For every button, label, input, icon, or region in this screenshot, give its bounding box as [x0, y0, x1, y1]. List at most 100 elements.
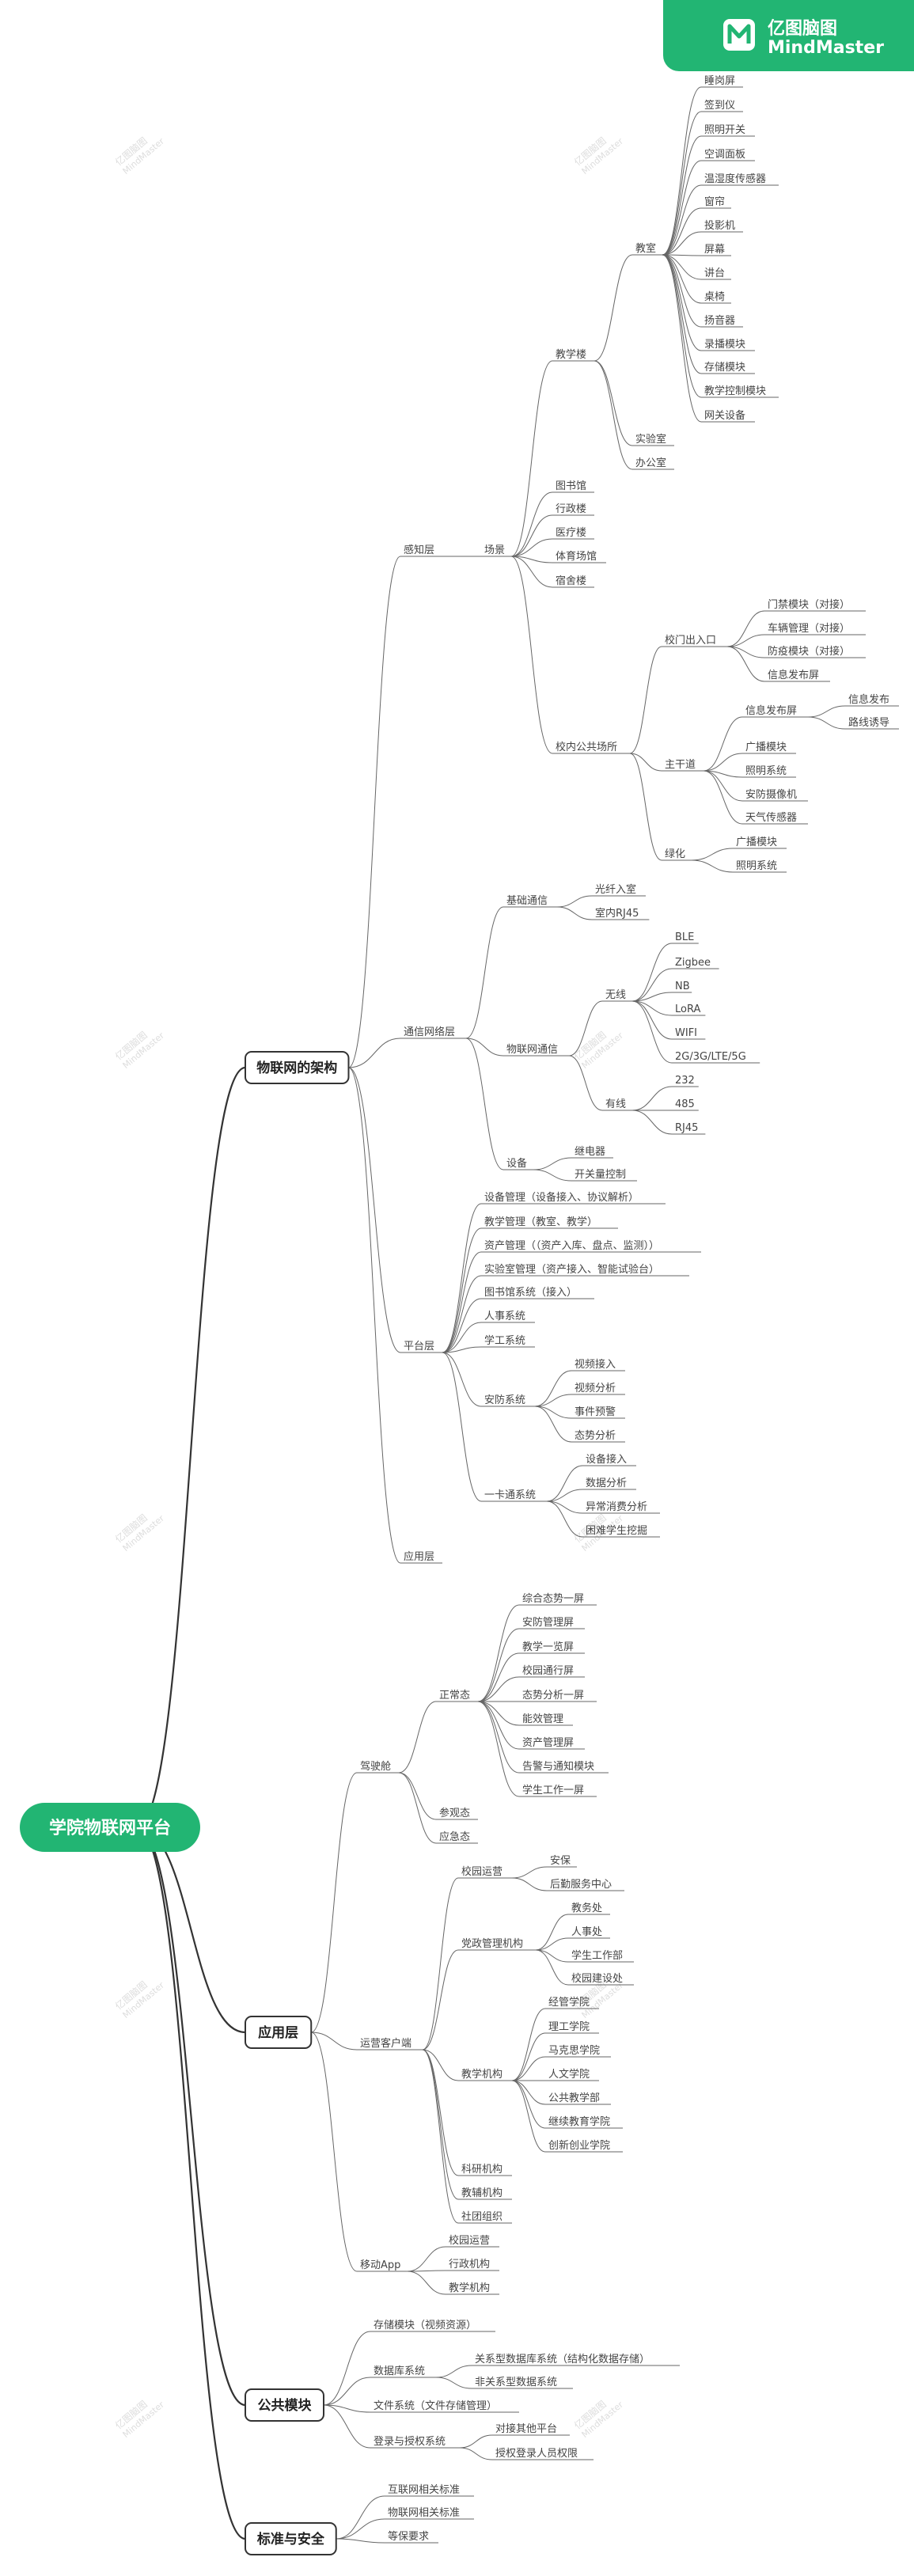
node-p2[interactable]: 教学管理（教室、教学） — [484, 1216, 597, 1228]
node-wd3[interactable]: RJ45 — [675, 1122, 698, 1134]
node-b_ops[interactable]: 运营客户端 — [360, 2037, 411, 2050]
node-s_1[interactable]: 互联网相关标准 — [388, 2484, 460, 2496]
node-a_gym[interactable]: 体育场馆 — [556, 550, 597, 563]
node-a_adm[interactable]: 行政楼 — [556, 503, 586, 515]
node-c15[interactable]: 网关设备 — [704, 409, 745, 422]
node-g2[interactable]: 车辆管理（对接） — [768, 622, 850, 635]
node-q2[interactable]: 人事处 — [571, 1926, 602, 1938]
node-a_med[interactable]: 医疗楼 — [556, 527, 586, 539]
node-a_base[interactable]: 基础通信 — [506, 895, 548, 907]
node-mo2[interactable]: 行政机构 — [449, 2259, 490, 2271]
node-mo1[interactable]: 校园运营 — [449, 2234, 490, 2247]
node-c10[interactable]: 桌椅 — [704, 291, 725, 303]
node-a_off[interactable]: 办公室 — [635, 457, 666, 469]
node-b_mob[interactable]: 移动App — [360, 2259, 400, 2271]
node-t6[interactable]: 继续教育学院 — [548, 2115, 610, 2128]
node-c2[interactable]: 签到仪 — [704, 99, 735, 112]
node-c13[interactable]: 存储模块 — [704, 362, 745, 374]
node-a_teach[interactable]: 教学楼 — [556, 348, 586, 361]
node-q1[interactable]: 教务处 — [571, 1902, 602, 1914]
node-db1[interactable]: 关系型数据库系统（结构化数据存储） — [475, 2353, 650, 2365]
node-t5[interactable]: 公共教学部 — [548, 2092, 600, 2104]
node-c11[interactable]: 扬音器 — [704, 314, 735, 327]
node-n4[interactable]: 校园通行屏 — [522, 1664, 574, 1677]
node-g1[interactable]: 门禁模块（对接） — [768, 598, 850, 611]
node-n8[interactable]: 告警与通知模块 — [522, 1760, 594, 1773]
node-b1[interactable]: 光纤入室 — [595, 883, 636, 896]
node-c1[interactable]: 睡岗屏 — [704, 75, 735, 87]
node-s1[interactable]: 视频接入 — [575, 1358, 616, 1371]
node-p4[interactable]: 实验室管理（资产接入、智能试验台） — [484, 1263, 659, 1276]
node-c8[interactable]: 屏幕 — [704, 244, 725, 256]
node-a_gate[interactable]: 校门出入口 — [665, 634, 716, 647]
node-k4[interactable]: 困难学生挖掘 — [586, 1524, 647, 1537]
node-a_net[interactable]: 通信网络层 — [404, 1026, 455, 1038]
node-s_2[interactable]: 物联网相关标准 — [388, 2507, 460, 2519]
node-p7[interactable]: 学工系统 — [484, 1334, 525, 1347]
node-n7[interactable]: 资产管理屏 — [522, 1737, 574, 1749]
branch-node-common[interactable] — [245, 2388, 324, 2422]
root-node[interactable] — [20, 1803, 200, 1852]
node-c_db[interactable]: 数据库系统 — [374, 2365, 425, 2377]
node-a_card[interactable]: 一卡通系统 — [484, 1489, 536, 1501]
node-b_res[interactable]: 科研机构 — [461, 2164, 503, 2176]
node-i1[interactable]: 信息发布 — [848, 693, 889, 706]
node-s_3[interactable]: 等保要求 — [388, 2530, 429, 2543]
node-k1[interactable]: 设备接入 — [586, 1453, 627, 1466]
node-a_scene[interactable]: 场景 — [484, 544, 505, 556]
node-k3[interactable]: 异常消费分析 — [586, 1501, 647, 1513]
node-a_dev[interactable]: 设备 — [506, 1157, 527, 1170]
node-b_emerg[interactable]: 应急态 — [439, 1831, 470, 1843]
node-a_wd[interactable]: 有线 — [605, 1098, 626, 1110]
node-b_inst[interactable]: 教学机构 — [461, 2068, 503, 2081]
node-b_aux[interactable]: 教辅机构 — [461, 2187, 503, 2199]
node-b_party[interactable]: 党政管理机构 — [461, 1938, 523, 1950]
node-s3[interactable]: 事件预警 — [575, 1406, 616, 1418]
node-a_lib[interactable]: 图书馆 — [556, 480, 586, 492]
node-b_cock[interactable]: 驾驶舱 — [360, 1761, 391, 1773]
branch-node-arch[interactable] — [245, 1051, 350, 1084]
node-a_green[interactable]: 绿化 — [665, 848, 685, 860]
node-lg2[interactable]: 授权登录人员权限 — [495, 2447, 578, 2460]
node-a_perc[interactable]: 感知层 — [404, 544, 434, 556]
node-a_main[interactable]: 主干道 — [665, 759, 696, 771]
node-n2[interactable]: 安防管理屏 — [522, 1616, 574, 1629]
node-b_club[interactable]: 社团组织 — [461, 2210, 503, 2223]
node-q3[interactable]: 学生工作部 — [571, 1949, 623, 1962]
node-s4[interactable]: 态势分析 — [575, 1429, 616, 1442]
node-w2[interactable]: Zigbee — [675, 957, 711, 969]
node-m3[interactable]: 照明系统 — [745, 765, 787, 777]
node-db2[interactable]: 非关系型数据系统 — [475, 2377, 557, 2388]
node-p5[interactable]: 图书馆系统（接入） — [484, 1286, 577, 1299]
node-wd2[interactable]: 485 — [675, 1098, 695, 1110]
node-w5[interactable]: WIFI — [675, 1027, 697, 1039]
node-t4[interactable]: 人文学院 — [548, 2068, 590, 2081]
node-t1[interactable]: 经管学院 — [548, 1996, 590, 2009]
node-c7[interactable]: 投影机 — [704, 219, 735, 232]
node-n9[interactable]: 学生工作一屏 — [522, 1784, 584, 1796]
node-p1[interactable]: 设备管理（设备接入、协议解析） — [484, 1191, 639, 1204]
node-w1[interactable]: BLE — [675, 931, 694, 943]
node-gr1[interactable]: 广播模块 — [736, 837, 777, 848]
node-b_campus[interactable]: 校园运营 — [461, 1865, 503, 1878]
node-n1[interactable]: 综合态势一屏 — [522, 1592, 584, 1605]
node-t7[interactable]: 创新创业学院 — [548, 2139, 610, 2152]
node-n5[interactable]: 态势分析一屏 — [522, 1689, 584, 1702]
node-g3[interactable]: 防疫模块（对接） — [768, 645, 850, 658]
node-t2[interactable]: 理工学院 — [548, 2020, 590, 2033]
node-a_class[interactable]: 教室 — [635, 242, 656, 255]
node-w4[interactable]: LoRA — [675, 1003, 700, 1015]
node-c_store[interactable]: 存储模块（视频资源） — [374, 2320, 476, 2331]
node-a_sec[interactable]: 安防系统 — [484, 1394, 525, 1406]
node-s2[interactable]: 视频分析 — [575, 1383, 616, 1394]
node-w6[interactable]: 2G/3G/LTE/5G — [675, 1051, 746, 1063]
branch-node-std[interactable] — [245, 2522, 337, 2555]
node-c_file[interactable]: 文件系统（文件存储管理） — [374, 2400, 497, 2412]
node-c6[interactable]: 窗帘 — [704, 195, 725, 208]
node-b_norm[interactable]: 正常态 — [439, 1690, 470, 1702]
node-lg1[interactable]: 对接其他平台 — [495, 2422, 557, 2435]
node-c3[interactable]: 照明开关 — [704, 124, 745, 136]
node-c14[interactable]: 教学控制模块 — [704, 385, 766, 397]
node-c12[interactable]: 录播模块 — [704, 339, 745, 351]
node-d1[interactable]: 继电器 — [575, 1146, 605, 1158]
